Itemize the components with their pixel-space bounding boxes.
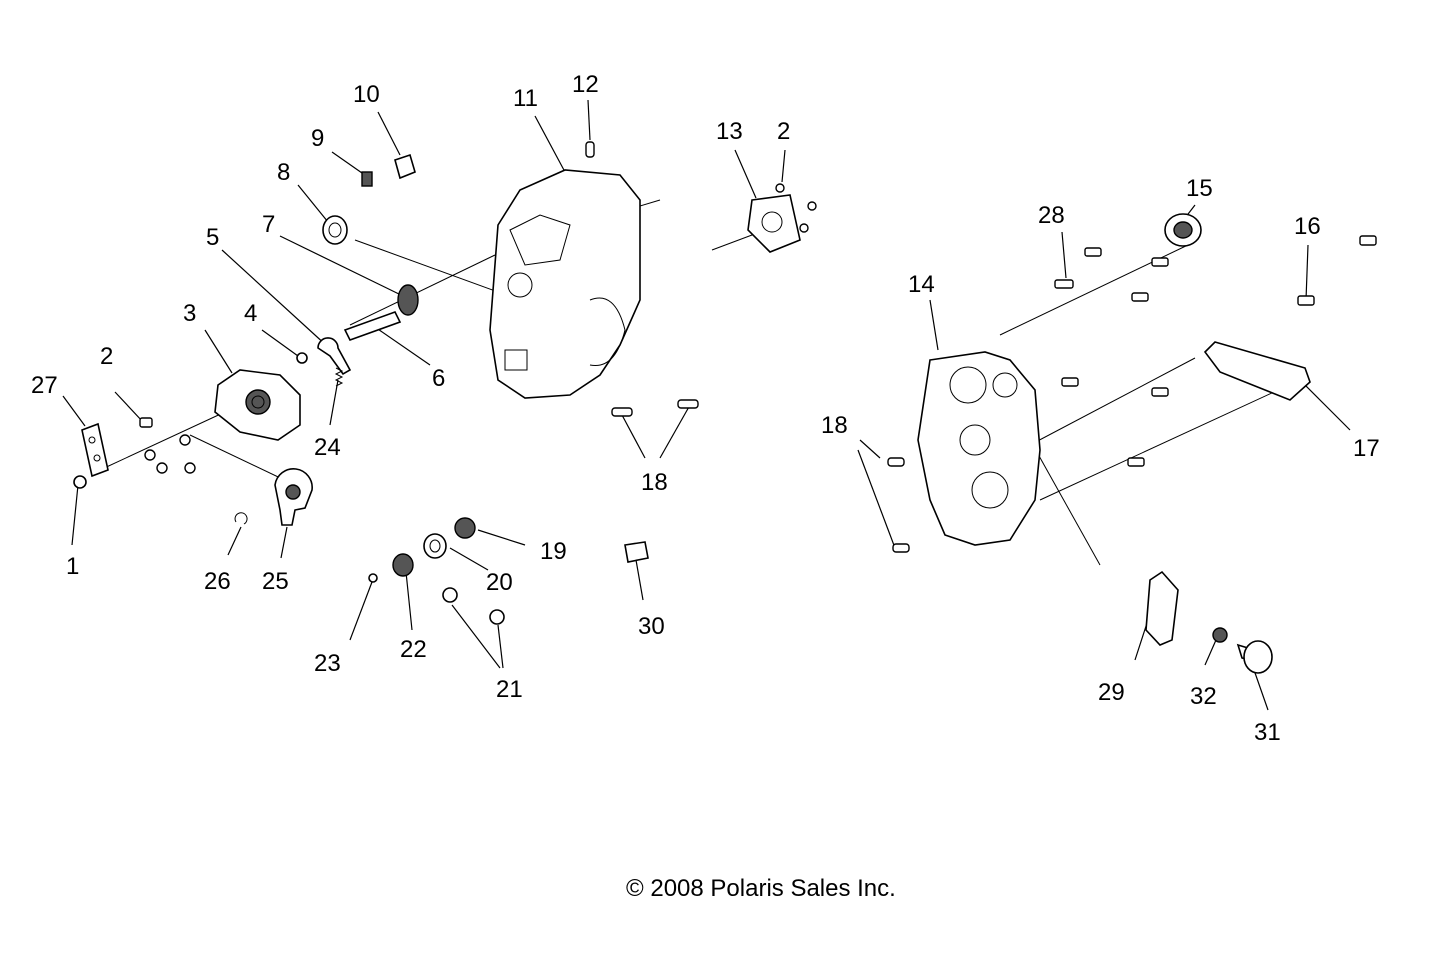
callout-26: 26 (204, 568, 231, 595)
bolt-part-28a (1054, 279, 1074, 289)
dowel-pin-part-18d (892, 543, 910, 553)
callout-17: 17 (1353, 435, 1380, 462)
bolt-part-2 (139, 417, 153, 428)
dowel-pin-part-18b (677, 399, 699, 409)
nut-part-1 (73, 475, 87, 489)
oring-part-4 (296, 352, 308, 364)
callout-15: 15 (1186, 175, 1213, 202)
copyright-notice: © 2008 Polaris Sales Inc. (626, 875, 896, 902)
callout-29: 29 (1098, 679, 1125, 706)
plug-part-30 (624, 541, 649, 563)
shaft-part-6 (343, 311, 402, 341)
callout-21: 21 (496, 676, 523, 703)
gear-part-22 (392, 553, 414, 577)
callout-28: 28 (1038, 202, 1065, 229)
callout-22: 22 (400, 636, 427, 663)
callout-6: 6 (432, 365, 445, 392)
bearing-part-20 (423, 533, 447, 559)
ring-part-23 (368, 573, 378, 583)
leader-lines (62, 99, 1351, 711)
pin-part-12 (585, 141, 595, 158)
callout-12: 12 (572, 71, 599, 98)
case-cover-part-14 (917, 351, 1041, 546)
cap-part-10 (394, 153, 416, 180)
callout-14: 14 (908, 271, 935, 298)
callout-23: 23 (314, 650, 341, 677)
callout-8: 8 (277, 159, 290, 186)
gear-part-7 (397, 284, 419, 316)
callout-10: 10 (353, 81, 380, 108)
parts (73, 141, 1377, 674)
callout-31: 31 (1254, 719, 1281, 746)
callout-2b: 2 (777, 118, 790, 145)
callout-9: 9 (311, 125, 324, 152)
bolt-part-28b (1084, 247, 1102, 257)
clip-part-26 (234, 512, 248, 525)
callout-18a: 18 (641, 469, 668, 496)
nut-part-21a (442, 587, 458, 603)
callout-4: 4 (244, 300, 257, 327)
dowel-pin-part-18a (611, 407, 633, 417)
seal-part-8 (322, 215, 348, 245)
callout-numbers: 1 2 2 3 4 5 6 7 8 9 10 11 12 13 14 15 16… (31, 71, 1380, 746)
callout-24: 24 (314, 434, 341, 461)
callout-20: 20 (486, 569, 513, 596)
main-case-part-11 (489, 169, 641, 399)
spring-part-24 (334, 367, 344, 387)
callout-27: 27 (31, 372, 58, 399)
callout-32: 32 (1190, 683, 1217, 710)
callout-1: 1 (66, 553, 79, 580)
bracket-part-27 (81, 422, 109, 478)
dowel-pin-part-18c (887, 457, 905, 467)
bracket-part-17 (1203, 341, 1311, 401)
callout-16: 16 (1294, 213, 1321, 240)
clip-part-9 (361, 171, 373, 187)
callout-19: 19 (540, 538, 567, 565)
callout-11: 11 (513, 85, 538, 112)
callout-2a: 2 (100, 343, 113, 370)
nut-part-32 (1212, 627, 1228, 643)
cover-part-13 (747, 194, 801, 253)
bolt-part-16 (1297, 295, 1315, 306)
gear-part-19 (454, 517, 476, 539)
callout-3: 3 (183, 300, 196, 327)
bracket-part-29 (1145, 570, 1179, 646)
nut-part-21b (489, 609, 505, 625)
callout-30: 30 (638, 613, 665, 640)
lever-part-5 (317, 337, 352, 376)
callout-25: 25 (262, 568, 289, 595)
callout-7: 7 (262, 211, 275, 238)
callout-5: 5 (206, 224, 219, 251)
callout-18b: 18 (821, 412, 848, 439)
callout-13: 13 (716, 118, 743, 145)
